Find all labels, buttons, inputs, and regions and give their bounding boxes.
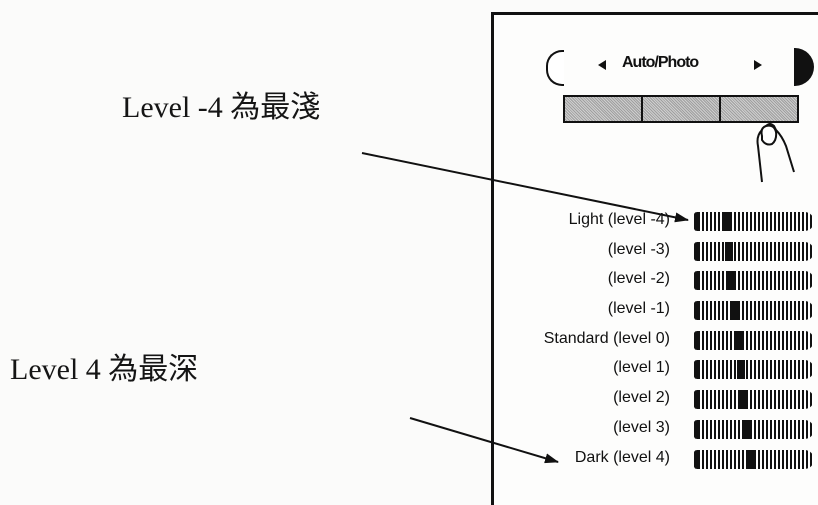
density-meter-icon[interactable] <box>694 212 814 231</box>
half-circle-filled-icon <box>794 48 814 86</box>
density-level-label: (level 1) <box>613 359 670 377</box>
mode-selector[interactable]: Auto/Photo <box>546 44 818 88</box>
meter-center-mark <box>738 419 739 439</box>
mode-label: Auto/Photo <box>622 54 699 71</box>
meter-cap <box>694 419 700 439</box>
meter-cap <box>694 360 700 380</box>
meter-level-indicator <box>731 301 739 321</box>
meter-cap <box>694 212 700 231</box>
meter-center-mark <box>738 271 739 291</box>
meter-center-mark <box>738 241 739 261</box>
annotation-arrows <box>361 152 689 464</box>
density-level-row[interactable]: Standard (level 0) <box>494 327 818 357</box>
density-level-list: Light (level -4) (level -3) (level -2) (lev… <box>494 208 818 475</box>
density-level-row[interactable]: (level 2) <box>494 386 818 416</box>
meter-level-indicator <box>734 330 742 350</box>
density-level-row[interactable]: (level -2) <box>494 267 818 297</box>
density-meter-icon[interactable] <box>694 301 814 321</box>
density-meter-icon[interactable] <box>694 360 814 380</box>
meter-center-mark <box>738 449 739 469</box>
density-level-row[interactable]: (level -1) <box>494 297 818 327</box>
density-meter-icon[interactable] <box>694 449 814 469</box>
segment-button-1[interactable] <box>565 97 643 121</box>
density-meter-icon[interactable] <box>694 419 814 439</box>
density-level-label: (level -1) <box>607 300 670 318</box>
segment-button-2[interactable] <box>643 97 721 121</box>
density-level-label: Light (level -4) <box>568 211 670 228</box>
density-level-row[interactable]: Light (level -4) <box>494 208 818 238</box>
density-level-row[interactable]: (level 1) <box>494 356 818 386</box>
density-level-row[interactable]: (level -3) <box>494 238 818 268</box>
segment-button-3[interactable] <box>721 97 797 121</box>
density-level-row[interactable]: (level 3) <box>494 416 818 446</box>
density-level-row[interactable]: Dark (level 4) <box>494 446 818 476</box>
triangle-right-icon[interactable] <box>754 60 762 70</box>
meter-level-indicator <box>746 449 754 469</box>
meter-cap <box>694 241 700 261</box>
meter-level-indicator <box>725 241 733 261</box>
meter-cap <box>694 271 700 291</box>
meter-level-indicator <box>728 271 736 291</box>
density-meter-icon[interactable] <box>694 241 814 261</box>
density-level-label: Dark (level 4) <box>574 448 670 466</box>
meter-level-indicator <box>722 212 730 231</box>
density-meter-icon[interactable] <box>694 330 814 350</box>
segment-button-bar <box>563 95 799 123</box>
meter-level-indicator <box>737 360 745 380</box>
density-level-label: (level -3) <box>607 240 670 258</box>
density-level-label: (level -2) <box>607 270 670 288</box>
meter-cap <box>694 449 700 469</box>
triangle-left-icon[interactable] <box>598 60 606 70</box>
meter-cap <box>694 390 700 410</box>
arrow-to-lightest <box>361 152 689 223</box>
density-level-label: (level 3) <box>613 418 670 436</box>
finger-pointer-icon <box>756 123 795 183</box>
density-level-label: Standard (level 0) <box>543 329 670 347</box>
meter-level-indicator <box>740 390 748 410</box>
density-meter-icon[interactable] <box>694 271 814 291</box>
density-level-label: (level 2) <box>613 389 670 407</box>
meter-center-mark <box>738 212 739 231</box>
meter-cap <box>694 330 700 350</box>
annotation-lightest: Level -4 為最淺 <box>122 91 321 124</box>
arrow-to-darkest <box>409 417 559 464</box>
meter-level-indicator <box>743 419 751 439</box>
meter-center-mark <box>738 390 739 410</box>
annotation-darkest: Level 4 為最深 <box>10 353 199 386</box>
density-meter-icon[interactable] <box>694 390 814 410</box>
meter-cap <box>694 301 700 321</box>
